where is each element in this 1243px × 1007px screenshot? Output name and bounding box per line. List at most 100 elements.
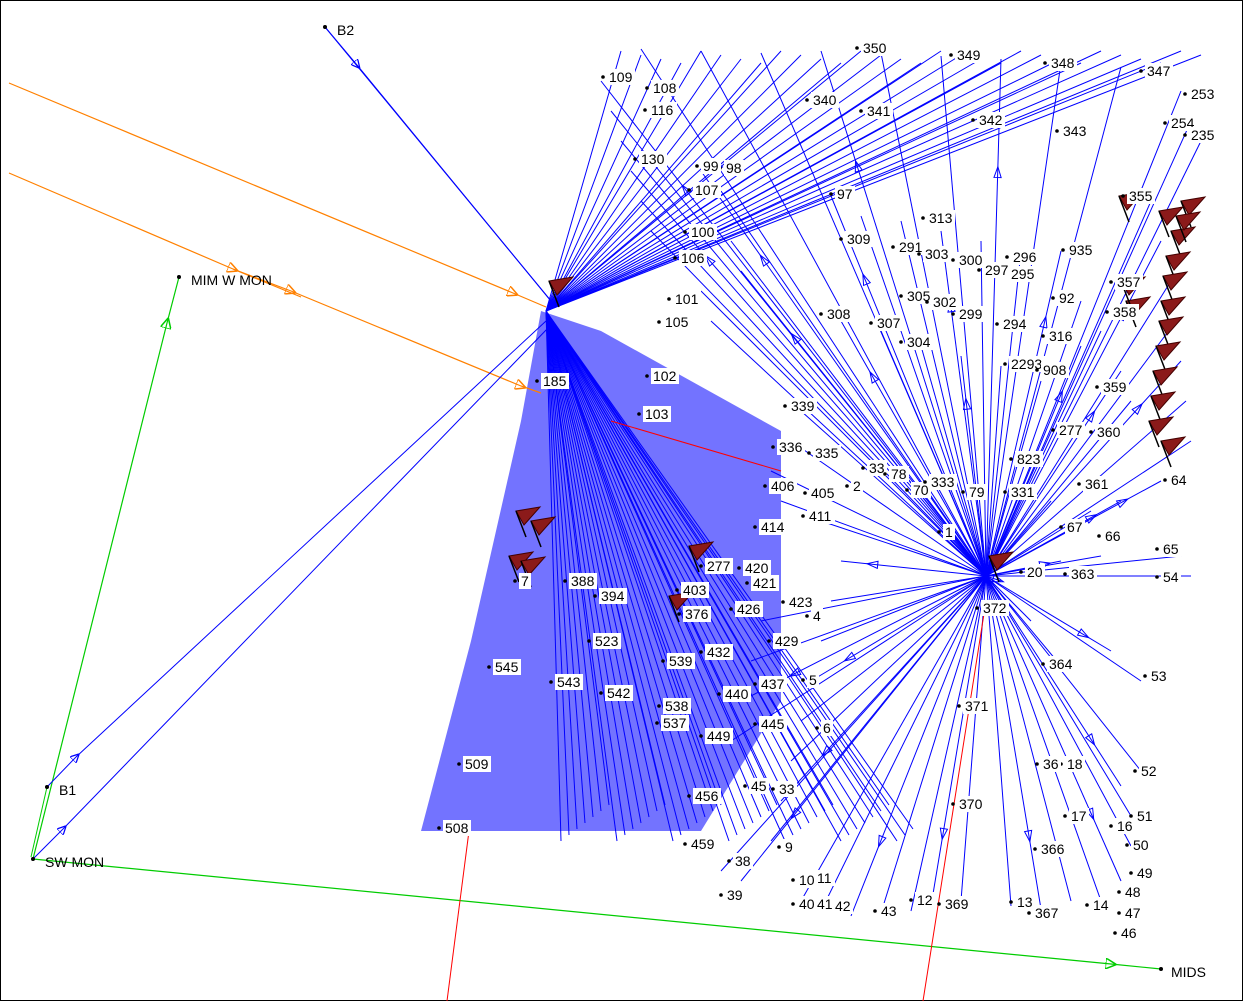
- station-label: 296: [1005, 249, 1039, 265]
- station-label: 38: [727, 853, 753, 869]
- leg-direction-arrow: [759, 253, 771, 267]
- svg-text:542: 542: [607, 685, 631, 701]
- traverse-leg: [900, 220, 987, 577]
- traverse-leg: [985, 440, 1192, 577]
- traverse-leg: [800, 575, 987, 902]
- station-label: 542: [599, 685, 633, 701]
- svg-text:340: 340: [813, 92, 837, 108]
- station-label: 78: [883, 466, 909, 482]
- traverse-leg: [545, 54, 802, 312]
- station-label: 339: [783, 398, 817, 414]
- flag-marker: [1158, 316, 1185, 348]
- traverse-leg: [985, 200, 1152, 577]
- traverse-leg: [985, 575, 1112, 652]
- svg-text:65: 65: [1163, 541, 1179, 557]
- station-label: 52: [1133, 763, 1159, 779]
- svg-text:107: 107: [695, 182, 719, 198]
- station-label: 97: [829, 186, 855, 202]
- svg-text:302: 302: [933, 294, 957, 310]
- station-label: 108: [645, 80, 679, 96]
- svg-text:538: 538: [665, 698, 689, 714]
- station-label: 449: [699, 728, 733, 744]
- svg-text:45: 45: [751, 778, 767, 794]
- station-label: 371: [957, 698, 991, 714]
- svg-text:316: 316: [1049, 328, 1073, 344]
- station-label: 347: [1139, 63, 1173, 79]
- station-label: 357: [1109, 274, 1143, 290]
- svg-text:366: 366: [1041, 841, 1065, 857]
- traverse-leg: [730, 240, 987, 577]
- traverse-leg: [545, 50, 862, 312]
- svg-text:307: 307: [877, 315, 901, 331]
- traverse-leg: [545, 50, 1182, 312]
- svg-text:347: 347: [1147, 63, 1171, 79]
- svg-text:67: 67: [1067, 519, 1083, 535]
- station-label: 369: [937, 896, 971, 912]
- station-label: 100: [683, 224, 717, 240]
- leg-direction-arrow: [790, 332, 802, 345]
- traverse-leg: [545, 310, 578, 830]
- station-label: 40: [791, 896, 817, 912]
- station-label: 545: [487, 659, 521, 675]
- station-label: 403: [675, 582, 709, 598]
- station-label: 372: [975, 600, 1009, 616]
- svg-text:388: 388: [571, 573, 595, 589]
- svg-text:47: 47: [1125, 905, 1141, 921]
- flag-marker: [1162, 271, 1189, 303]
- leg-sw-b1: [30, 786, 48, 858]
- svg-text:18: 18: [1067, 756, 1083, 772]
- svg-text:369: 369: [945, 896, 969, 912]
- svg-text:52: 52: [1141, 763, 1157, 779]
- station-label: 363: [1063, 566, 1097, 582]
- station-label: 41: [809, 896, 835, 912]
- flag-marker: [1170, 226, 1197, 258]
- svg-text:20: 20: [1027, 564, 1043, 580]
- traverse-leg: [545, 310, 570, 836]
- leg-direction-arrow: [991, 574, 1005, 583]
- leg-direction-arrow: [1023, 829, 1033, 844]
- traverse-leg: [545, 310, 650, 818]
- station-labels: B2 MIM W MON B1 SW MON MIDS: [31, 22, 1206, 980]
- station-label: 92: [1051, 290, 1077, 306]
- leg-blue-b1: [46, 320, 547, 788]
- station-label: 105: [657, 314, 691, 330]
- traverse-leg: [545, 310, 786, 842]
- leg-direction-arrow: [1131, 402, 1144, 416]
- svg-text:426: 426: [737, 601, 761, 617]
- station-label: 333: [923, 474, 957, 490]
- station-label: 459: [683, 836, 717, 852]
- flag-marker: [1155, 341, 1182, 373]
- svg-text:66: 66: [1105, 528, 1121, 544]
- svg-text:36: 36: [1043, 756, 1059, 772]
- svg-text:420: 420: [745, 560, 769, 576]
- svg-text:341: 341: [867, 103, 891, 119]
- svg-text:12: 12: [917, 892, 933, 908]
- svg-text:46: 46: [1121, 925, 1137, 941]
- traverse-leg: [940, 230, 987, 577]
- station-label: 46: [1113, 925, 1139, 941]
- station-label: 305: [899, 288, 933, 304]
- traverse-leg: [720, 575, 987, 872]
- traverse-leg: [545, 310, 610, 806]
- station-mids: MIDS: [1159, 964, 1206, 980]
- svg-text:935: 935: [1069, 242, 1093, 258]
- leg-green-1: [32, 276, 180, 860]
- svg-text:440: 440: [725, 686, 749, 702]
- station-label: 12: [909, 892, 935, 908]
- traverse-leg: [545, 58, 1062, 312]
- traverse-leg: [830, 575, 987, 602]
- traverse-leg: [545, 50, 782, 312]
- traverse-leg: [545, 62, 762, 312]
- svg-text:42: 42: [835, 898, 851, 914]
- svg-text:185: 185: [543, 373, 567, 389]
- svg-text:300: 300: [959, 252, 983, 268]
- traverse-leg: [545, 58, 902, 312]
- station-label: 335: [807, 445, 841, 461]
- svg-text:297: 297: [985, 262, 1009, 278]
- leg-direction-arrow: [1084, 733, 1096, 747]
- flag-marker: [530, 516, 557, 548]
- leg-direction-arrow: [862, 272, 872, 287]
- station-label: 50: [1125, 837, 1151, 853]
